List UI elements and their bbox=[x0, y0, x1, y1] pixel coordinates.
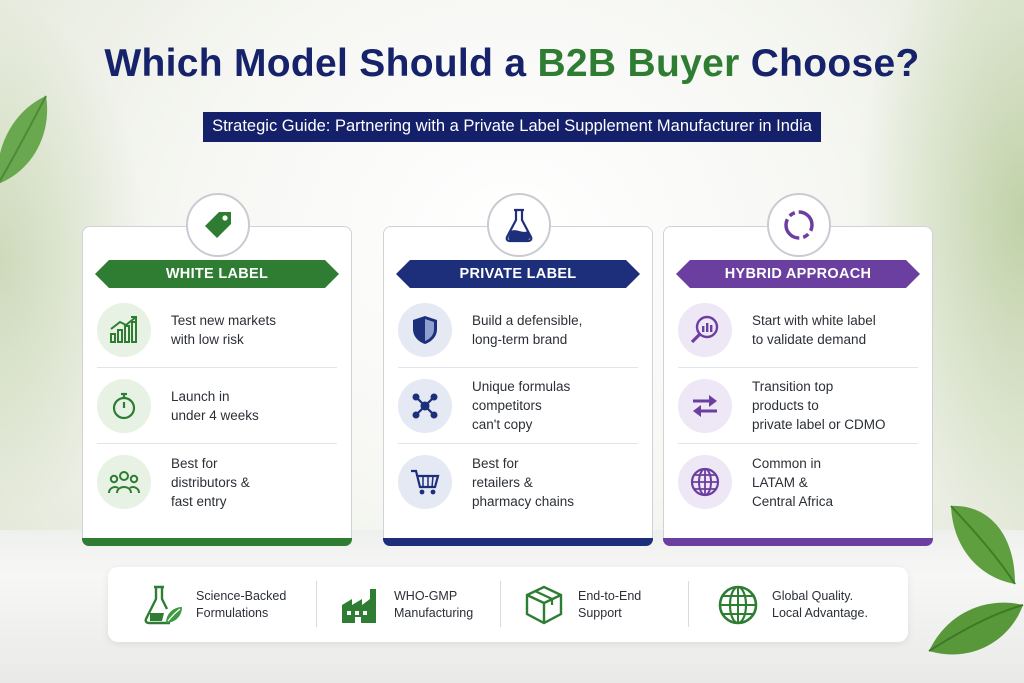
people-group-icon bbox=[97, 455, 151, 509]
globe-icon bbox=[678, 455, 732, 509]
list-item-text: Unique formulas competitors can't copy bbox=[472, 379, 571, 432]
magnifier-chart-icon bbox=[678, 302, 732, 357]
flask-icon bbox=[487, 193, 551, 257]
list-item: Best for distributors & fast entry bbox=[97, 444, 337, 520]
list-item: Build a defensible, long-term brand bbox=[398, 292, 638, 368]
list-item: Unique formulas competitors can't copy bbox=[398, 368, 638, 444]
list-item-text: Common in LATAM & Central Africa bbox=[752, 455, 834, 509]
list-item-text: Best for retailers & pharmacy chains bbox=[472, 455, 575, 509]
feature-item: End-to-End Support bbox=[520, 567, 641, 642]
list-item: Transition top products to private label… bbox=[678, 368, 918, 444]
shopping-cart-icon bbox=[398, 455, 452, 509]
card-heading: HYBRID APPROACH bbox=[676, 260, 920, 288]
feature-item: WHO-GMP Manufacturing bbox=[336, 567, 473, 642]
card-accent-bar bbox=[82, 538, 352, 546]
features-strip: Science-Backed Formulations WHO-GMP Manu… bbox=[108, 567, 908, 642]
swap-arrows-icon bbox=[678, 378, 732, 433]
list-item-text: Build a defensible, long-term brand bbox=[472, 312, 583, 347]
divider bbox=[316, 581, 317, 627]
leaf-decoration-bottom-right bbox=[928, 602, 1024, 655]
page-title: Which Model Should a B2B Buyer Choose? bbox=[0, 42, 1024, 86]
shield-icon bbox=[398, 302, 452, 357]
card-accent-bar bbox=[383, 538, 653, 546]
title-part-2: Choose? bbox=[739, 42, 920, 85]
card-heading: WHITE LABEL bbox=[95, 260, 339, 288]
list-item-text: Start with white label to validate deman… bbox=[752, 312, 876, 347]
list-item: Test new markets with low risk bbox=[97, 292, 337, 368]
price-tag-icon bbox=[186, 193, 250, 257]
list-item: Launch in under 4 weeks bbox=[97, 368, 337, 444]
card-hybrid-approach: HYBRID APPROACH Start with white label t… bbox=[663, 193, 933, 546]
factory-icon bbox=[336, 581, 384, 629]
feature-text: WHO-GMP Manufacturing bbox=[394, 588, 474, 620]
feature-item: Global Quality. Local Advantage. bbox=[714, 567, 868, 642]
feature-text: End-to-End Support bbox=[578, 588, 642, 620]
list-item-text: Test new markets with low risk bbox=[171, 312, 277, 347]
card-heading: PRIVATE LABEL bbox=[396, 260, 640, 288]
title-part-1: Which Model Should a bbox=[104, 42, 538, 85]
lab-flask-leaf-icon bbox=[138, 581, 186, 629]
feature-text: Science-Backed Formulations bbox=[196, 588, 287, 620]
subtitle-container: Strategic Guide: Partnering with a Priva… bbox=[0, 112, 1024, 142]
list-item: Best for retailers & pharmacy chains bbox=[398, 444, 638, 520]
list-item: Common in LATAM & Central Africa bbox=[678, 444, 918, 520]
list-item-text: Launch in under 4 weeks bbox=[171, 388, 259, 423]
title-accent: B2B Buyer bbox=[537, 42, 740, 85]
leaf-decoration-right bbox=[950, 505, 1016, 585]
feature-text: Global Quality. Local Advantage. bbox=[772, 588, 868, 620]
card-white-label: WHITE LABEL Test new markets with low ri… bbox=[82, 193, 352, 546]
feature-item: Science-Backed Formulations bbox=[138, 567, 286, 642]
stopwatch-icon bbox=[97, 378, 151, 433]
globe-icon bbox=[714, 581, 762, 629]
leaf-decoration-top-left bbox=[0, 95, 48, 184]
molecule-icon bbox=[398, 378, 452, 433]
card-accent-bar bbox=[663, 538, 933, 546]
list-item-text: Transition top products to private label… bbox=[752, 379, 886, 432]
growth-chart-icon bbox=[97, 302, 151, 357]
list-item: Start with white label to validate deman… bbox=[678, 292, 918, 368]
divider bbox=[688, 581, 689, 627]
list-item-text: Best for distributors & fast entry bbox=[171, 455, 250, 509]
subtitle: Strategic Guide: Partnering with a Priva… bbox=[203, 112, 821, 142]
card-private-label: PRIVATE LABEL Build a defensible, long-t… bbox=[383, 193, 653, 546]
package-box-icon bbox=[520, 581, 568, 629]
cycle-arrows-icon bbox=[767, 193, 831, 257]
divider bbox=[500, 581, 501, 627]
